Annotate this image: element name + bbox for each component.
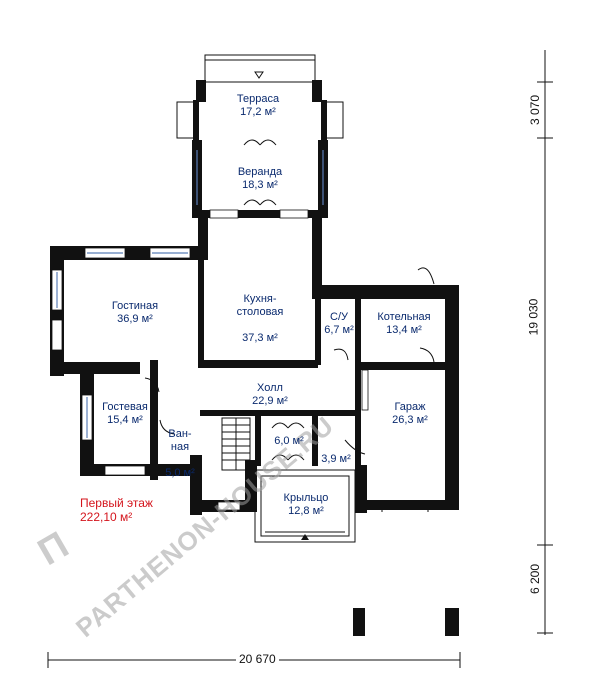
floor-label: Первый этаж — [80, 496, 153, 510]
room-porch-area: 12,8 м² — [288, 505, 324, 517]
room-small-1-area: 6,0 м² — [274, 435, 304, 447]
floor-total: Первый этаж 222,10 м² — [80, 496, 153, 524]
room-small-2: 3,9 м² — [316, 453, 356, 466]
room-wc-name: С/У — [330, 311, 348, 323]
windows — [51, 247, 241, 511]
room-guest-name: Гостевая — [102, 401, 148, 413]
room-bath-area: 5,0 м² — [165, 467, 195, 479]
room-boiler-name: Котельная — [377, 311, 431, 323]
room-small-1: 6,0 м² — [266, 435, 312, 448]
floor-area: 222,10 м² — [80, 510, 133, 524]
dimension-right-bottom: 6 200 — [528, 563, 543, 595]
terrace-structure — [176, 54, 344, 140]
room-boiler: Котельная 13,4 м² — [372, 311, 436, 337]
room-living-area: 36,9 м² — [117, 313, 153, 325]
room-hall-area: 22,9 м² — [252, 395, 288, 407]
room-porch-name: Крыльцо — [283, 492, 329, 504]
room-living-name: Гостиная — [111, 300, 159, 312]
room-wc: С/У 6,7 м² — [318, 311, 360, 337]
room-veranda-name: Веранда — [237, 166, 283, 178]
garage-gate — [381, 504, 429, 512]
dimension-width: 20 670 — [236, 652, 279, 666]
room-hall: Холл 22,9 м² — [242, 382, 298, 408]
room-hall-name: Холл — [257, 382, 283, 394]
room-garage-name: Гараж — [394, 401, 426, 413]
staircase — [221, 417, 251, 471]
doors — [144, 267, 445, 461]
room-guest: Гостевая 15,4 м² — [97, 401, 153, 427]
room-kitchen-area: 37,3 м² — [242, 332, 278, 344]
room-veranda-area: 18,3 м² — [242, 179, 278, 191]
room-terrace-area: 17,2 м² — [240, 106, 276, 118]
room-wc-area: 6,7 м² — [324, 324, 354, 336]
room-living: Гостиная 36,9 м² — [100, 300, 170, 326]
room-kitchen-name: Кухня- столовая — [236, 293, 284, 318]
room-bath: Ван- ная 5,0 м² — [160, 415, 200, 493]
room-bath-name: Ван- ная — [168, 428, 192, 453]
dimension-right-mid: 19 030 — [526, 298, 541, 336]
room-guest-area: 15,4 м² — [107, 414, 143, 426]
porch-structure — [254, 469, 356, 543]
veranda-structure — [192, 139, 328, 219]
room-terrace: Терраса 17,2 м² — [222, 93, 294, 119]
room-kitchen: Кухня- столовая 37,3 м² — [225, 280, 295, 358]
room-veranda: Веранда 18,3 м² — [222, 166, 298, 192]
room-terrace-name: Терраса — [236, 93, 280, 105]
room-garage: Гараж 26,3 м² — [380, 401, 440, 427]
dimension-right-top: 3 070 — [528, 94, 543, 126]
room-boiler-area: 13,4 м² — [386, 324, 422, 336]
room-porch: Крыльцо 12,8 м² — [276, 492, 336, 518]
room-small-2-area: 3,9 м² — [321, 453, 351, 465]
room-garage-area: 26,3 м² — [392, 414, 428, 426]
